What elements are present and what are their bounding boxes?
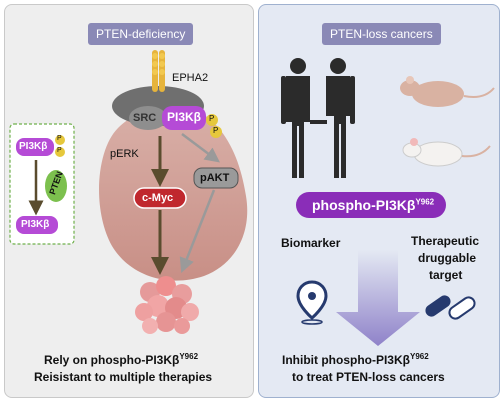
epha2-label: EPHA2 [172,72,209,84]
mouse-icon [402,138,491,167]
therapeutic-label-3: target [429,268,463,282]
cmyc-box [133,187,187,209]
inset-pi3k-bottom-label: PI3Kβ [21,219,50,230]
left-bottom-line1: Rely on phospho-PI3KβY962 [44,352,199,367]
pi3k-blob [162,106,206,130]
inset-pi3k-top-blob [16,138,54,156]
therapeutic-label-2: druggable [418,251,477,265]
inset-pten-blob [45,170,67,202]
perk-label: pERK [110,148,139,160]
phospho-pill [296,192,446,218]
phospho-dot-2 [210,126,222,138]
p-label-2: P [213,126,219,135]
left-bottom-line2: Reisistant to multiple therapies [34,370,213,384]
phospho-dot-1 [206,114,218,126]
location-pin-icon [296,280,328,325]
arrow-pi3k-pakt [181,133,220,163]
p-label-1: P [209,114,215,123]
cmyc-label: c-Myc [142,192,174,204]
pakt-box [193,167,239,189]
right-title: PTEN-loss cancers [322,23,441,45]
pi3k-label: PI3Kβ [167,110,202,124]
tumor-cluster [135,276,199,334]
src-blob [129,106,167,130]
biomarker-label: Biomarker [281,236,341,250]
inset-pi3k-top-label: PI3Kβ [19,141,48,152]
inset-p-1: P [57,135,62,142]
left-title: PTEN-deficiency [88,23,194,45]
arrow-pakt-tumor [179,189,216,273]
human-silhouettes [281,58,355,178]
inhibit-line1: Inhibit phospho-PI3KβY962 [282,352,429,367]
phospho-label: phospho-PI3KβY962 [312,197,435,213]
epha2-receptor [152,50,165,92]
rat-icon [400,76,495,107]
big-down-arrow [336,250,420,346]
inset-phospho-2 [55,147,65,157]
inhibit-line2: to treat PTEN-loss cancers [292,370,445,384]
src-label: SRC [133,112,157,124]
therapeutic-label-1: Therapeutic [411,234,480,248]
pakt-label: pAKT [200,172,230,184]
pills-icon [425,295,476,320]
inset-pi3k-bottom-blob [16,216,58,234]
inset-p-2: P [57,147,62,154]
inset-phospho-1 [55,135,65,145]
